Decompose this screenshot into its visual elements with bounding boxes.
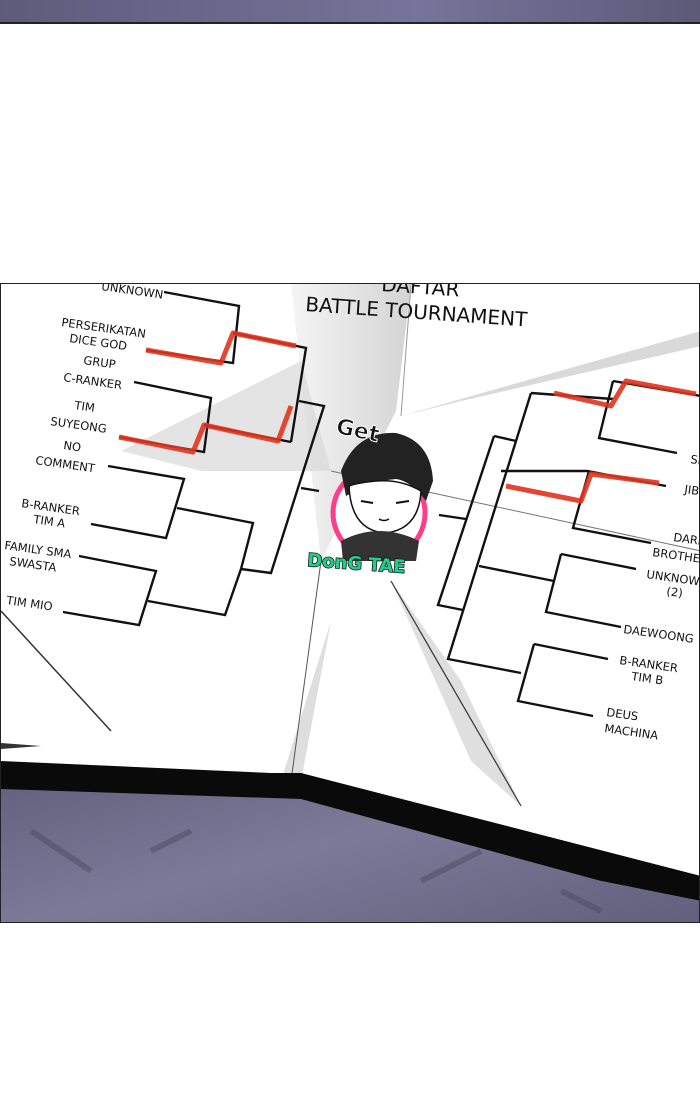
- team-label: JIB: [683, 482, 699, 498]
- character-dongtae: [330, 432, 433, 562]
- previous-panel-edge: [0, 0, 700, 24]
- team-label: NO: [63, 438, 82, 454]
- team-label: SI: [690, 452, 699, 467]
- team-label: TIM A: [32, 512, 67, 530]
- team-label: SWASTA: [9, 554, 58, 574]
- comic-panel: DAFTAR BATTLE TOURNAMENT UNKNOWN PERSERI…: [0, 283, 700, 923]
- right-highlight-path: [505, 378, 697, 504]
- team-label: TIM: [73, 398, 96, 415]
- team-label: BROTHE: [652, 545, 699, 566]
- team-label: TIM B: [630, 669, 665, 687]
- team-label: (2): [666, 584, 684, 600]
- team-label: TIM MIO: [5, 593, 54, 613]
- team-label: DEUS: [606, 705, 639, 723]
- table-edge: [1, 761, 699, 901]
- tournament-bracket-illustration: DAFTAR BATTLE TOURNAMENT UNKNOWN PERSERI…: [1, 284, 699, 922]
- left-highlight-path: [118, 330, 297, 455]
- team-label: GRUP: [83, 353, 117, 371]
- team-label: DARK: [673, 530, 699, 548]
- title-top: DAFTAR: [381, 284, 461, 301]
